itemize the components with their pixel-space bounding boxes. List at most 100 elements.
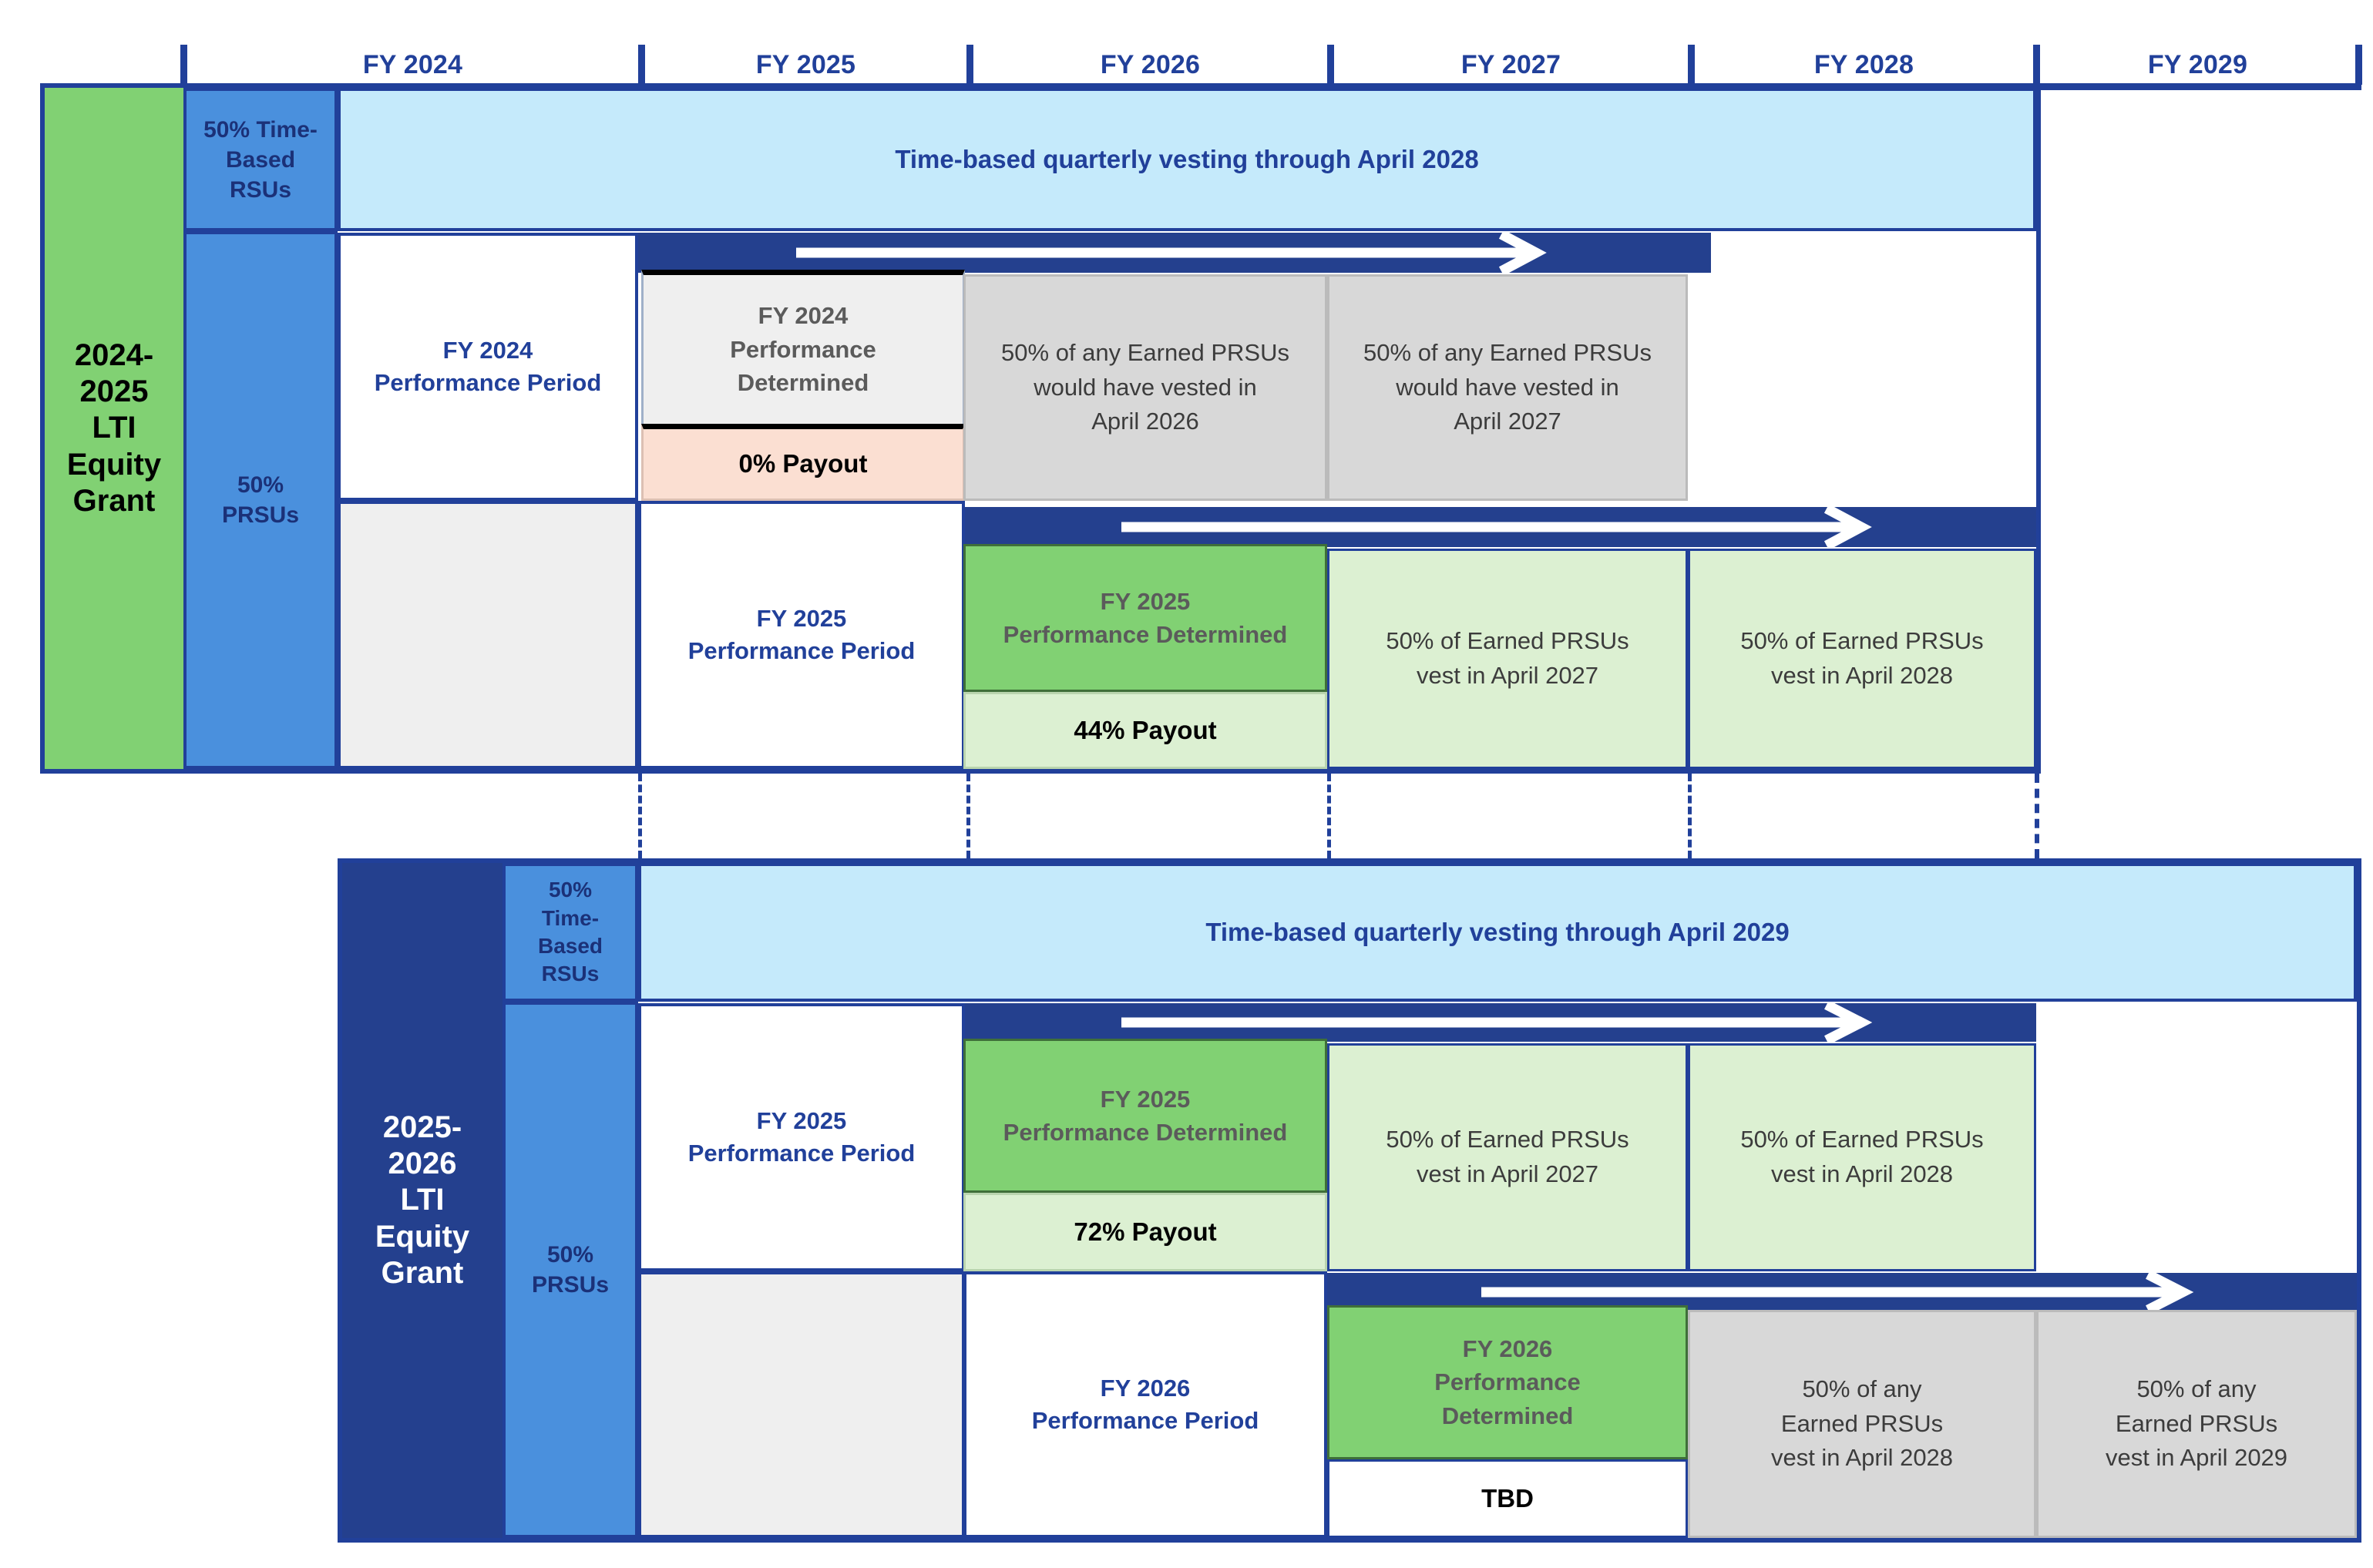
header-tick-0 [180,45,187,85]
determined-line: FY 2026 [1462,1335,1553,1362]
rsu-label-line: 50% Time- [203,116,318,143]
grant-2024-2025-tranche-1-determined: FY 2024 Performance Determined [641,270,965,424]
grant-2024-2025-tranche-1-arrow [638,233,1711,273]
outcome-line: vest in April 2029 [2105,1444,2288,1472]
determined-line: Performance [1434,1368,1581,1396]
outcome-line: 50% of any Earned PRSUs [1001,338,1289,366]
arrow-right-icon [1121,507,1872,547]
prsu-label-line: 50% [546,1242,594,1267]
period-line: Performance Period [687,637,916,664]
connector-fy2027 [1327,774,1331,858]
period-line: Performance Period [1031,1407,1259,1434]
period-line: FY 2025 [756,605,847,633]
grant-2024-2025-tranche-2-period: FY 2025 Performance Period [638,501,965,769]
grant-2025-2026-prsu-label: 50% PRSUs [502,1002,638,1538]
grant-2025-2026-time-vesting-bar: Time-based quarterly vesting through Apr… [638,863,2357,1002]
period-line: Performance Period [687,1140,916,1167]
arrow-right-icon [1121,1003,1873,1042]
outcome-line: vest in April 2028 [1770,1160,1954,1187]
rsu-label-line: 50% [548,878,593,902]
outcome-line: 50% of any [1802,1375,1922,1402]
outcome-line: 50% of Earned PRSUs [1740,1126,1984,1153]
grant-2024-2025-tranche-1-payout: 0% Payout [641,424,965,501]
header-col-fy2024: FY 2024 [362,49,463,79]
grant-2025-2026-tranche-2-period: FY 2026 Performance Period [963,1271,1327,1538]
rsu-label-line: Time- [541,905,600,930]
grant-title-line: Equity [375,1219,470,1254]
grant-title-line: Grant [381,1255,464,1290]
grant-2025-2026-tranche-1-determined: FY 2025 Performance Determined [963,1039,1327,1193]
header-col-fy2027: FY 2027 [1460,49,1561,79]
outcome-line: April 2026 [1091,408,1199,435]
outcome-line: vest in April 2028 [1770,1444,1954,1472]
period-line: FY 2026 [1100,1375,1191,1402]
prsu-label-line: PRSUs [221,502,300,528]
period-line: Performance Period [374,369,602,396]
grant-title-line: LTI [92,411,136,445]
header-tick-6 [2355,45,2362,85]
grant-2024-2025-tranche-1-outcome-2: 50% of any Earned PRSUs would have veste… [1327,274,1688,501]
grant-title-line: 2025- [382,1110,462,1145]
grant-2025-2026-tranche-1-payout: 72% Payout [963,1193,1327,1271]
grant-2024-2025-tranche-2-payout: 44% Payout [963,692,1327,769]
outcome-line: April 2027 [1454,408,1561,435]
outcome-line: would have vested in [1034,373,1257,401]
determined-line: Performance Determined [1003,1119,1288,1146]
outcome-line: 50% of Earned PRSUs [1740,627,1984,655]
outcome-line: would have vested in [1396,373,1619,401]
header-tick-1 [638,45,645,85]
grant-2025-2026-tranche-1-outcome-2: 50% of Earned PRSUs vest in April 2028 [1688,1043,2036,1271]
arrow-right-icon [1481,1273,2194,1311]
prsu-label-line: PRSUs [531,1272,610,1298]
prsu-label-line: 50% [237,472,284,498]
grant-2025-2026-tranche-2-outcome-1: 50% of any Earned PRSUs vest in April 20… [1688,1310,2036,1538]
header-col-fy2029: FY 2029 [2147,49,2248,79]
rsu-label-line: RSUs [541,962,600,986]
rsu-label-line: RSUs [229,176,292,203]
connector-fy2026 [966,774,970,858]
outcome-line: vest in April 2027 [1416,1160,1599,1187]
determined-line: FY 2025 [1100,1085,1191,1113]
connector-fy2025 [638,774,642,858]
grant-title-line: Grant [72,483,156,518]
grant-2025-2026-tranche-1-outcome-1: 50% of Earned PRSUs vest in April 2027 [1327,1043,1688,1271]
outcome-line: 50% of Earned PRSUs [1386,1126,1629,1153]
determined-line: FY 2025 [1100,587,1191,615]
outcome-line: vest in April 2027 [1416,662,1599,689]
header-tick-5 [2033,45,2040,85]
header-tick-4 [1688,45,1695,85]
outcome-line: 50% of any Earned PRSUs [1363,338,1652,366]
rsu-label-line: Based [537,934,603,958]
period-line: FY 2025 [756,1107,847,1135]
grant-2024-2025-rsu-label: 50% Time- Based RSUs [183,88,338,231]
determined-line: Determined [1441,1402,1574,1429]
grant-2024-2025-tranche-2-determined: FY 2025 Performance Determined [963,544,1327,692]
grant-2024-2025-tranche-2-arrow [963,507,2036,547]
grant-2024-2025-title: 2024- 2025 LTI Equity Grant [45,88,183,769]
determined-line: FY 2024 [758,302,849,330]
outcome-line: 50% of Earned PRSUs [1386,627,1629,655]
grant-title-line: 2024- [74,338,154,373]
header-col-fy2028: FY 2028 [1813,49,1914,79]
connector-fy2029 [2035,774,2039,858]
grant-2024-2025-time-vesting-bar: Time-based quarterly vesting through Apr… [338,88,2036,231]
outcome-line: Earned PRSUs [2115,1409,2278,1437]
header-tick-3 [1327,45,1334,85]
grant-title-line: 2026 [388,1147,457,1181]
grant-2024-2025-tranche-1-period: FY 2024 Performance Period [338,233,638,501]
grant-title-line: Equity [66,447,162,482]
grant-2025-2026-tranche-2-arrow [1327,1273,2357,1311]
connector-fy2028 [1688,774,1692,858]
grant-2024-2025-prsu-label: 50% PRSUs [183,231,338,769]
grant-2025-2026-tranche-2-determined: FY 2026 Performance Determined [1327,1305,1688,1459]
outcome-line: 50% of any [2136,1375,2257,1402]
header-col-fy2025: FY 2025 [755,49,856,79]
grant-2025-2026-tranche-2-payout: TBD [1327,1459,1688,1538]
period-line: FY 2024 [442,337,533,364]
grant-2025-2026-title: 2025- 2026 LTI Equity Grant [342,863,502,1538]
grant-2024-2025-tranche-1-outcome-1: 50% of any Earned PRSUs would have veste… [963,274,1327,501]
grant-2025-2026-rsu-label: 50% Time- Based RSUs [502,863,638,1002]
grant-title-line: LTI [400,1183,445,1217]
grant-title-line: 2025 [79,374,149,409]
